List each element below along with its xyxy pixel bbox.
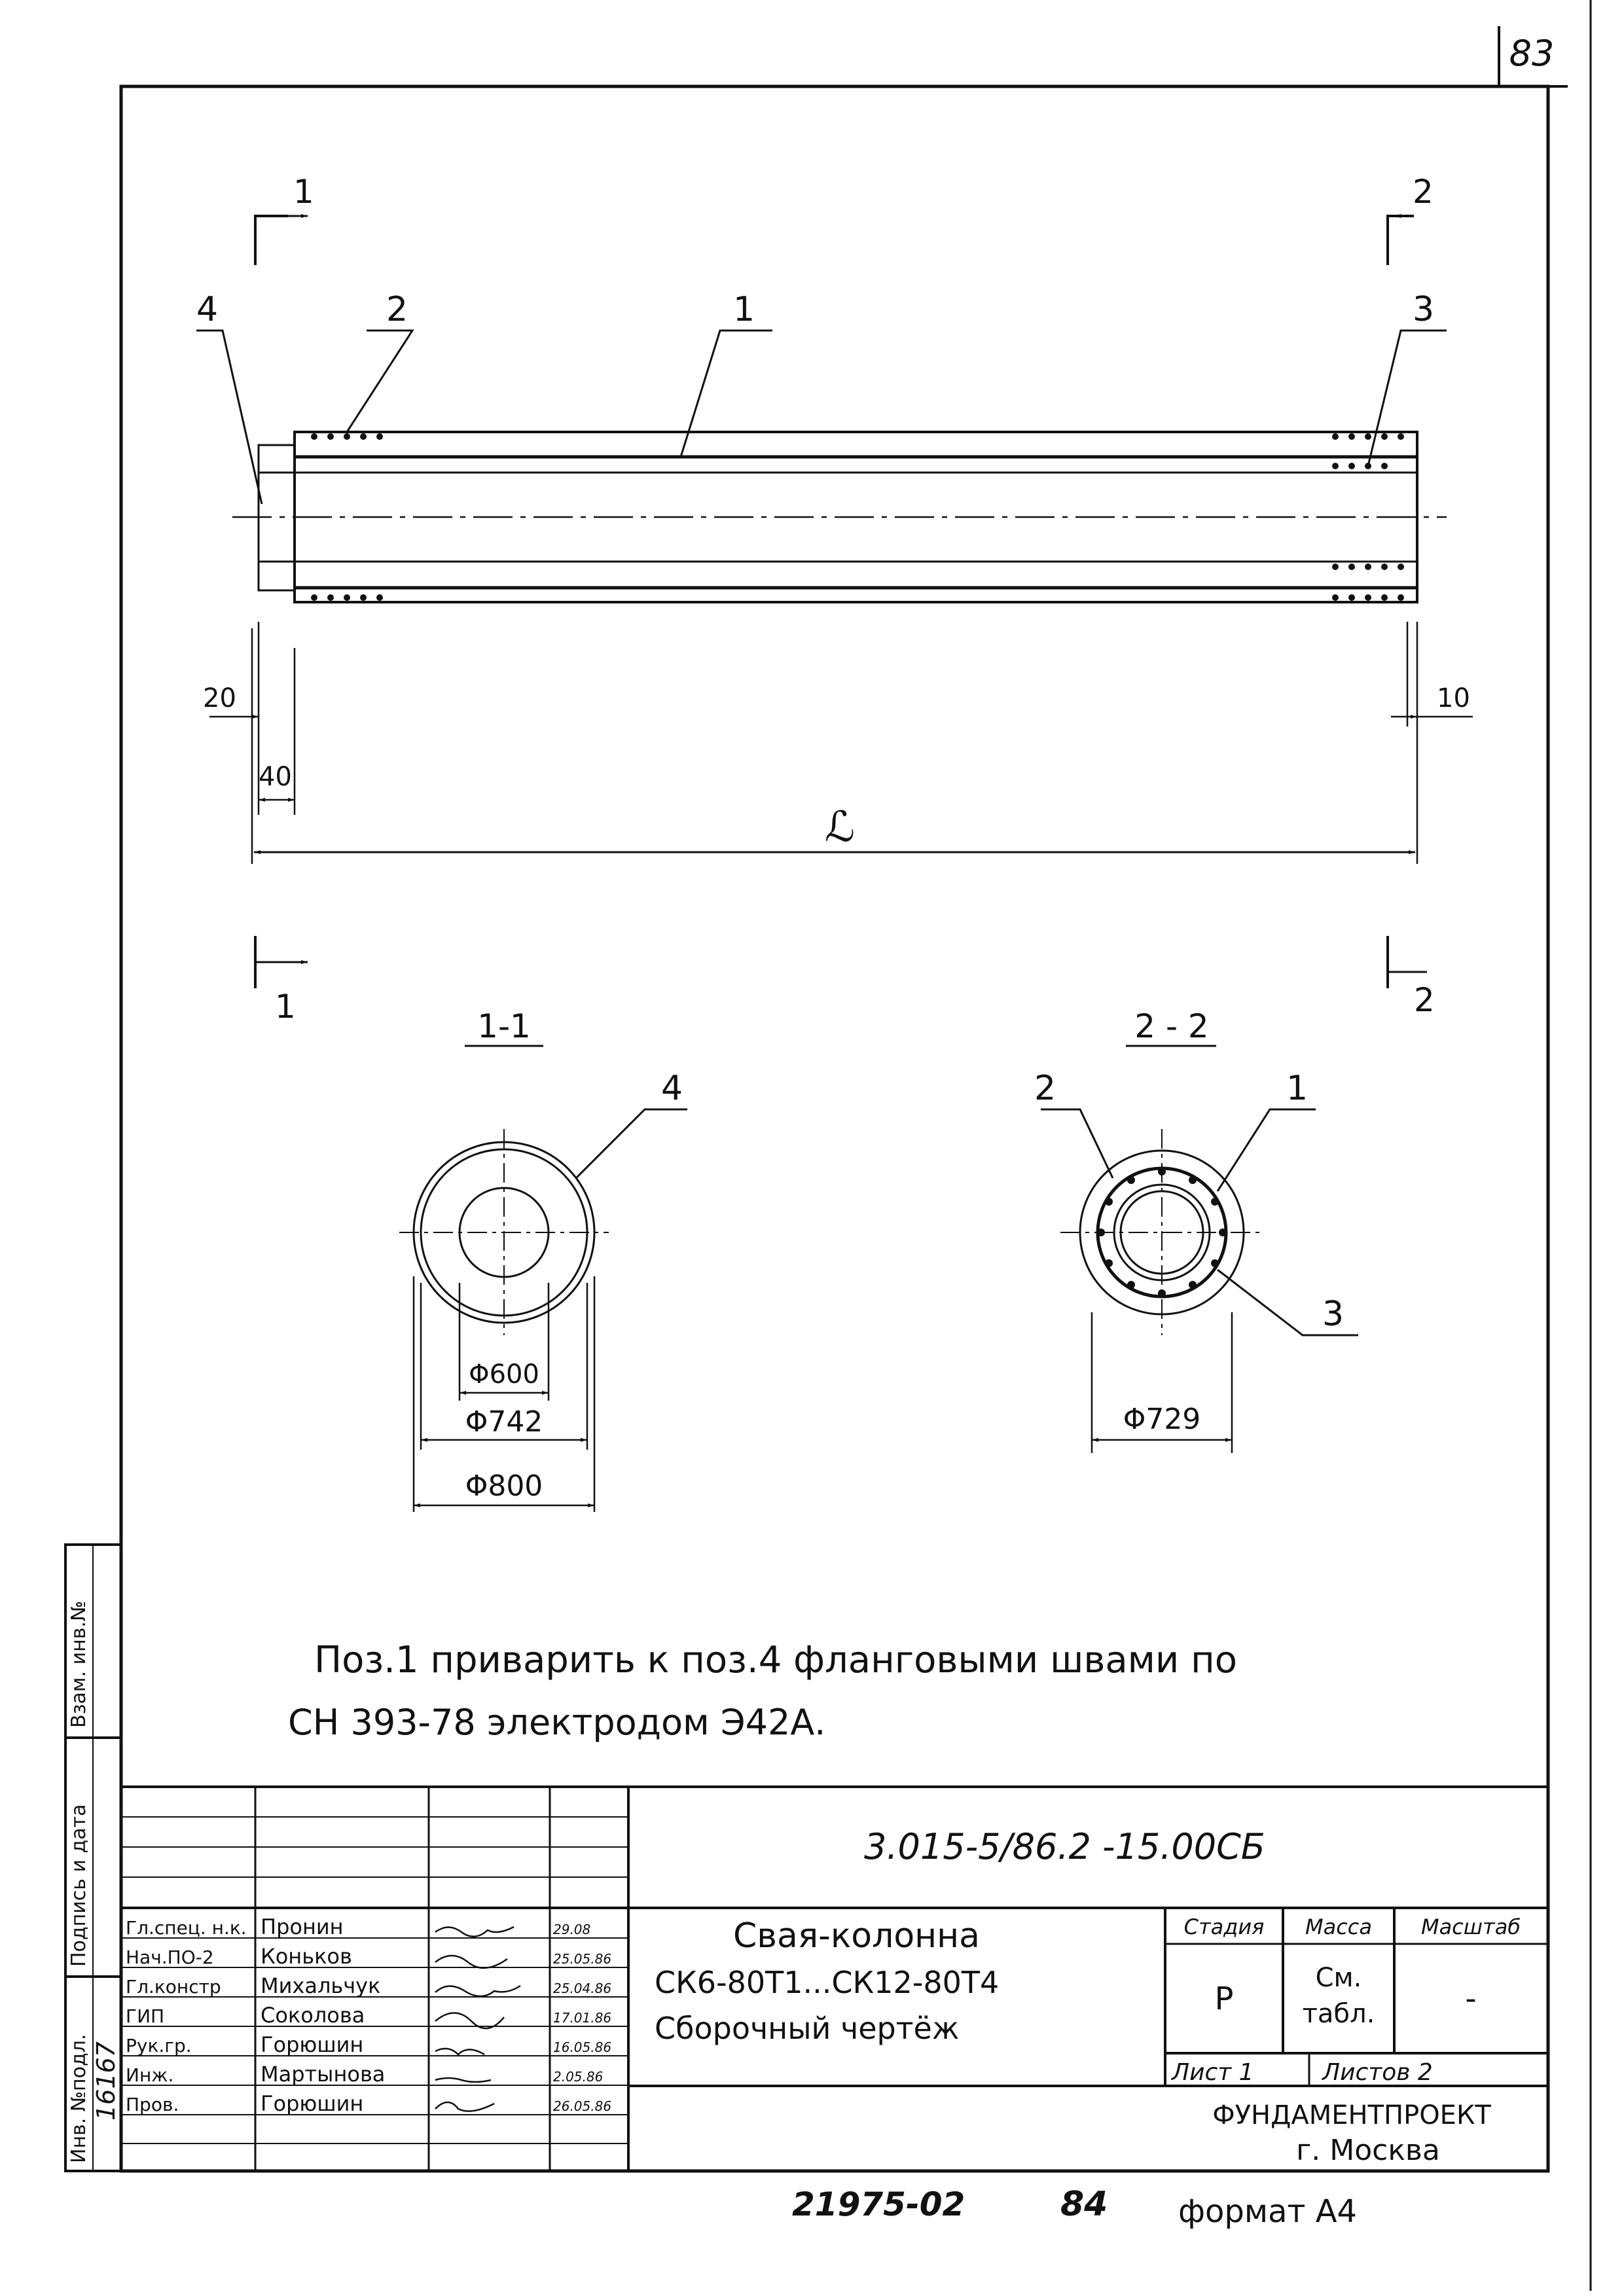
svg-text:29.08: 29.08 [553, 1922, 590, 1937]
svg-text:26.05.86: 26.05.86 [553, 2098, 611, 2114]
svg-text:Гл.спец. н.к.: Гл.спец. н.к. [126, 1917, 247, 1939]
sheet-label: Лист 1 [1170, 2059, 1254, 2086]
section-2-2-title: 2 - 2 [1134, 1007, 1208, 1045]
note-line-2: СН 393-78 электродом Э42А. [288, 1702, 825, 1743]
cut-label-2-bottom: 2 [1414, 981, 1435, 1019]
section-1-1-title: 1-1 [477, 1007, 531, 1045]
leader-3-section [1217, 1268, 1358, 1336]
side-stamp-inv: Инв. №подл. [67, 2034, 90, 2163]
product-name-1: Свая-колонна [733, 1916, 980, 1956]
page-number: 83 [1509, 33, 1555, 74]
leader-2-section [1041, 1108, 1114, 1179]
dim-742: Φ742 [465, 1405, 543, 1439]
scale-header: Масштаб [1421, 1914, 1521, 1939]
dim-729: Φ729 [1123, 1403, 1201, 1436]
dim-10: 10 [1437, 683, 1470, 713]
svg-text:17.01.86: 17.01.86 [553, 2010, 611, 2026]
svg-text:25.05.86: 25.05.86 [553, 1951, 611, 1967]
svg-text:Соколова: Соколова [261, 2003, 365, 2028]
svg-text:Пронин: Пронин [261, 1914, 344, 1939]
doc-code: 3.015-5/86.2 -15.00СБ [864, 1826, 1265, 1867]
dim-600: Φ600 [469, 1359, 539, 1390]
scale-value: - [1465, 1981, 1476, 2017]
svg-text:Михальчук: Михальчук [261, 1973, 380, 1998]
svg-text:2.05.86: 2.05.86 [553, 2069, 603, 2085]
product-name-2: СК6-80Т1...СК12-80Т4 [655, 1965, 999, 2000]
side-stamp-vzam: Взам. инв.№ [67, 1601, 90, 1728]
section-2-2-callout-3: 3 [1322, 1295, 1344, 1334]
signatures [435, 1926, 521, 2112]
leader-3 [1367, 329, 1447, 467]
svg-text:ГИП: ГИП [126, 2005, 164, 2027]
archive-number: 21975-02 [792, 2185, 965, 2223]
svg-text:Гл.констр: Гл.констр [126, 1976, 221, 1998]
pile-elevation [196, 214, 1473, 988]
side-stamp-inv-value: 16167 [92, 2041, 120, 2121]
sheets-label: Листов 2 [1321, 2059, 1433, 2086]
cut-label-1-bottom: 1 [275, 988, 296, 1026]
svg-text:Коньков: Коньков [261, 1944, 352, 1969]
svg-text:Рук.гр.: Рук.гр. [126, 2035, 192, 2056]
leader-1 [679, 329, 772, 457]
org-line-1: ФУНДАМЕНТПРОЕКТ [1212, 2100, 1491, 2130]
mass-value-1: См. [1316, 1963, 1362, 1993]
section-cut-1-top [254, 215, 288, 265]
section-2-2-callout-1: 1 [1286, 1069, 1308, 1108]
svg-text:Инж.: Инж. [126, 2064, 173, 2086]
svg-text:16.05.86: 16.05.86 [553, 2039, 611, 2055]
section-1-1-callout: 4 [661, 1069, 683, 1108]
section-1-1-drawing [399, 1045, 687, 1512]
callout-2: 2 [386, 290, 408, 329]
svg-text:25.04.86: 25.04.86 [553, 1981, 611, 1996]
mass-value-2: табл. [1303, 1999, 1375, 2029]
format-label: формат А4 [1178, 2193, 1357, 2230]
stage-header: Стадия [1184, 1914, 1265, 1939]
dim-20: 20 [203, 683, 236, 713]
dim-40: 40 [259, 762, 292, 792]
side-stamp-podpis: Подпись и дата [67, 1804, 90, 1967]
svg-text:Пров.: Пров. [126, 2094, 179, 2115]
bottom-number: 84 [1060, 2185, 1108, 2224]
mass-header: Масса [1305, 1914, 1372, 1939]
svg-text:Нач.ПО-2: Нач.ПО-2 [126, 1946, 214, 1968]
stage-value: Р [1215, 1981, 1234, 2017]
cut-label-2-top: 2 [1413, 173, 1434, 211]
svg-text:Горюшин: Горюшин [261, 2032, 363, 2057]
cut-label-1-top: 1 [293, 173, 314, 211]
org-line-2: г. Москва [1296, 2134, 1440, 2167]
callout-4: 4 [196, 290, 218, 329]
callout-3: 3 [1413, 290, 1434, 329]
people-rows: Гл.спец. н.к. Пронин 29.08 Нач.ПО-2 Конь… [126, 1914, 611, 2116]
note-line-1: Поз.1 приварить к поз.4 фланговыми швами… [314, 1639, 1237, 1681]
section-cut-2-top [1386, 215, 1414, 265]
leader-2 [346, 329, 414, 433]
svg-text:Горюшин: Горюшин [261, 2091, 363, 2116]
dim-800: Φ800 [465, 1469, 543, 1503]
title-block-frame [120, 1785, 1549, 2172]
callout-1: 1 [733, 290, 755, 329]
leader-4 [196, 329, 263, 505]
section-2-2-drawing [1041, 1045, 1358, 1453]
dim-length: ℒ [825, 803, 855, 852]
section-2-2-callout-2: 2 [1034, 1069, 1056, 1108]
leader-4-section [575, 1108, 687, 1179]
leader-1-section [1216, 1108, 1316, 1192]
drawing-frame [119, 84, 1550, 2173]
svg-text:Мартынова: Мартынова [261, 2062, 385, 2087]
product-name-3: Сборочный чертёж [655, 2011, 959, 2046]
spiral-dots [311, 433, 1404, 601]
